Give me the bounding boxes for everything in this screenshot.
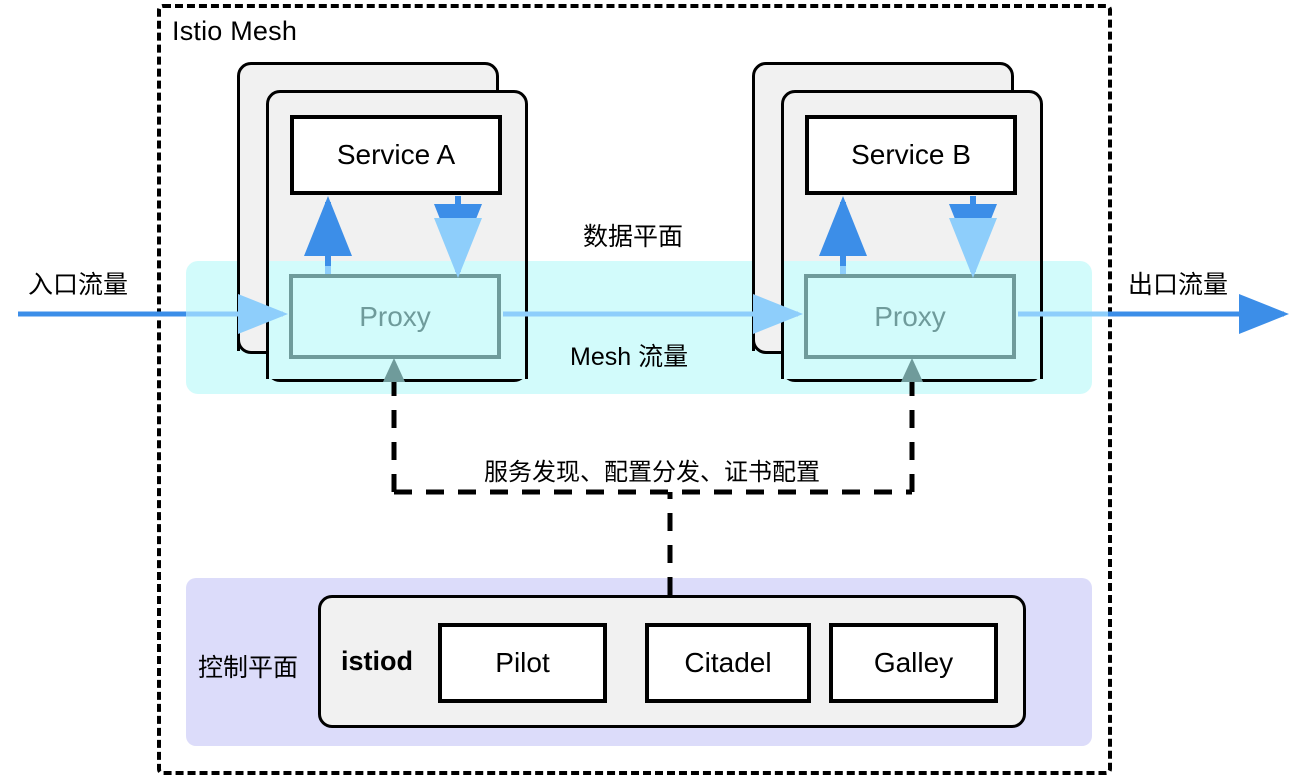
pod-b-right-edge <box>1040 261 1043 379</box>
service-b-box[interactable]: Service B <box>805 115 1017 195</box>
component-pilot[interactable]: Pilot <box>438 623 607 703</box>
pod-a-proxy-box[interactable]: Proxy <box>289 274 501 359</box>
istiod-label: istiod <box>341 646 413 676</box>
component-galley[interactable]: Galley <box>829 623 998 703</box>
config-flow-label: 服务发现、配置分发、证书配置 <box>484 459 820 486</box>
istio-mesh-boundary <box>157 4 1112 775</box>
component-citadel[interactable]: Citadel <box>645 623 811 703</box>
pod-a-right-edge <box>525 261 528 379</box>
egress-traffic-label: 出口流量 <box>1128 271 1229 299</box>
service-a-box[interactable]: Service A <box>290 115 502 195</box>
pod-a-replica-left-edge <box>237 261 240 351</box>
pod-b-left-edge <box>781 261 784 379</box>
pod-b-proxy-box[interactable]: Proxy <box>804 274 1016 359</box>
pod-b-replica-left-edge <box>752 261 755 351</box>
mesh-title: Istio Mesh <box>172 16 298 46</box>
control-plane-label: 控制平面 <box>198 654 299 682</box>
pod-a-left-edge <box>266 261 269 379</box>
data-plane-label: 数据平面 <box>583 223 684 251</box>
mesh-traffic-label: Mesh 流量 <box>570 343 689 371</box>
ingress-traffic-label: 入口流量 <box>28 271 129 299</box>
